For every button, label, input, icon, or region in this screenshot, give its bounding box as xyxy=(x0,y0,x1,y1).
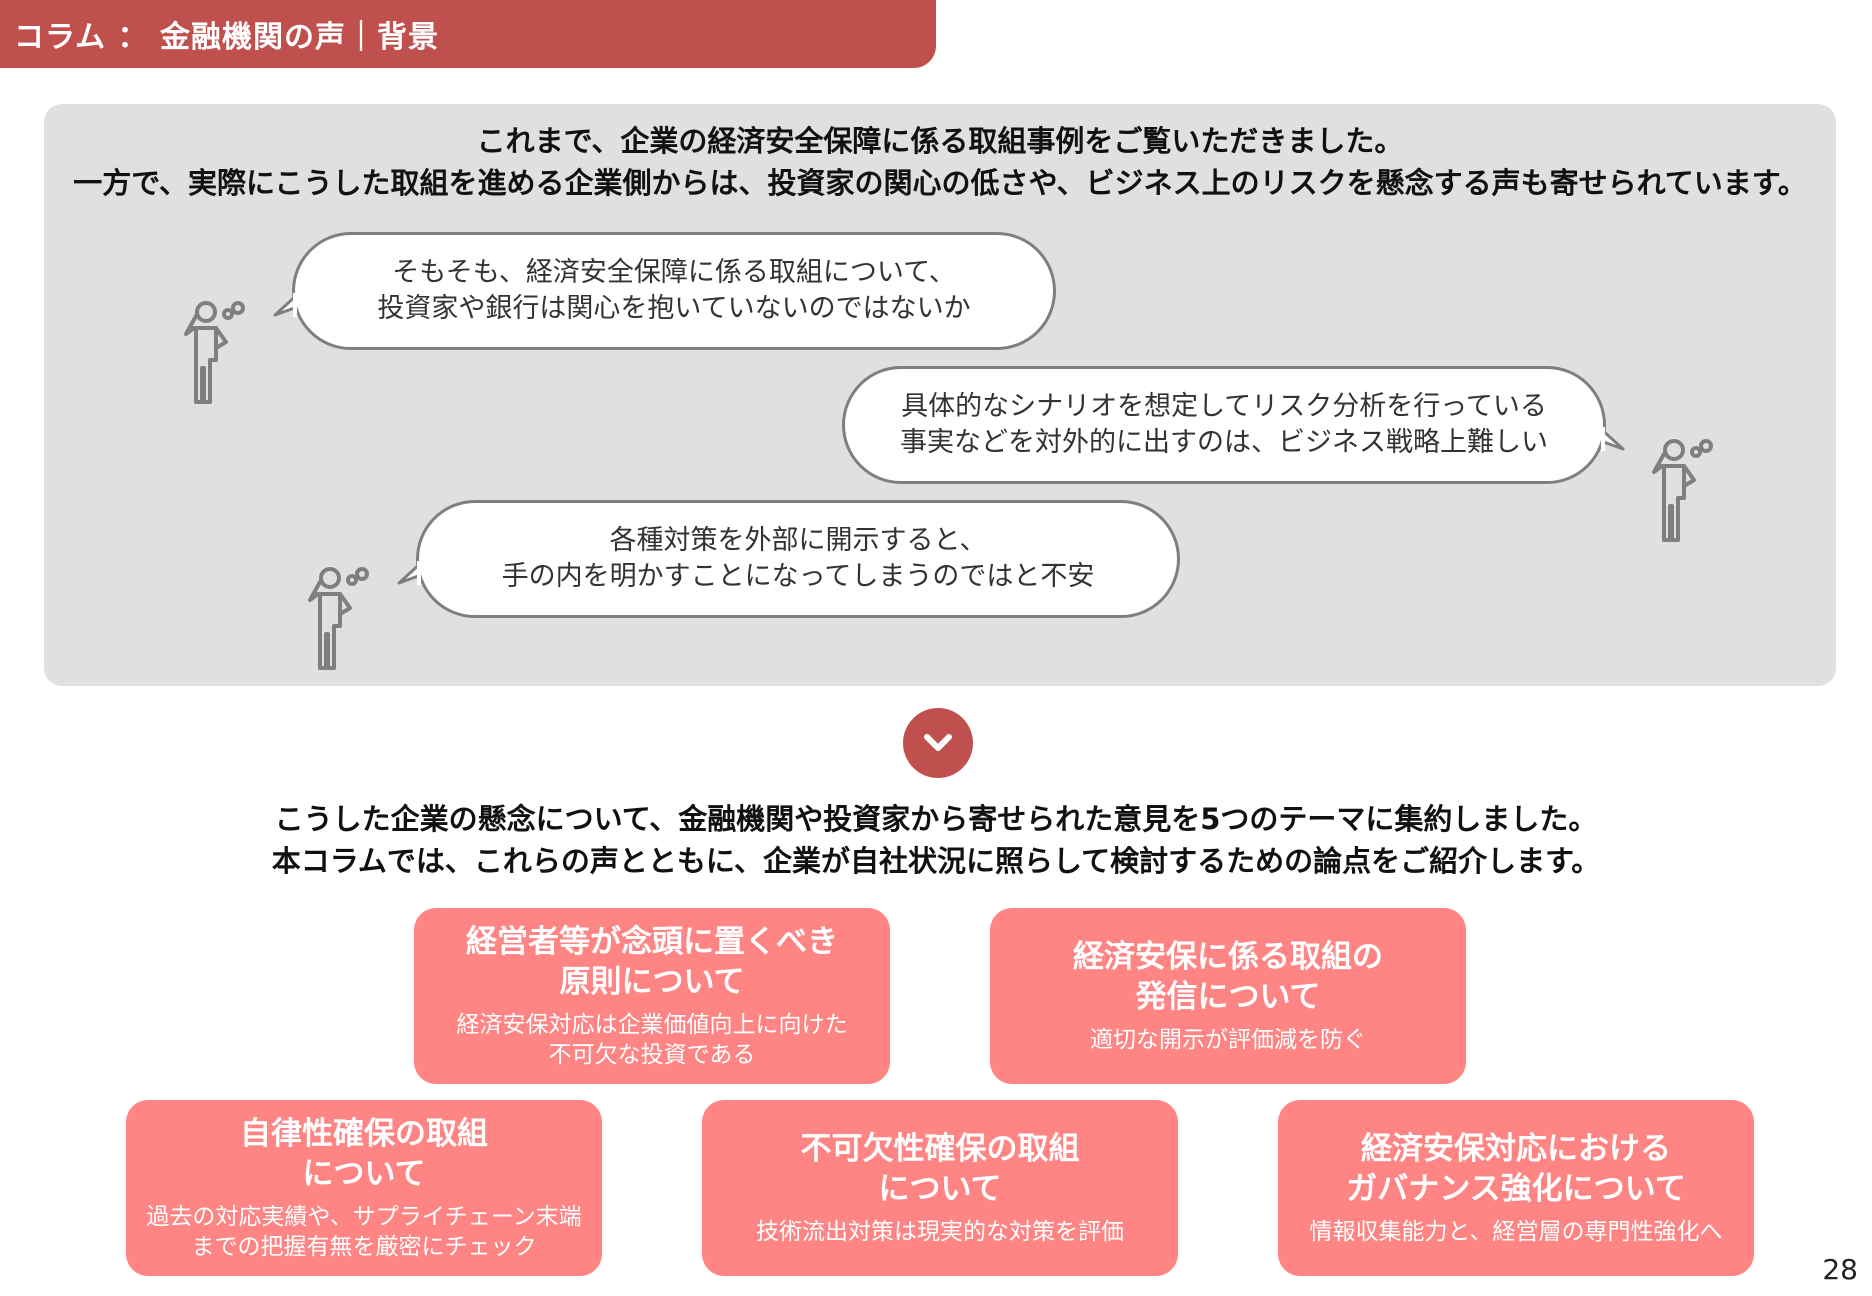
bubble-2-line-1: 具体的なシナリオを想定してリスク分析を行っている xyxy=(901,391,1547,422)
bubble-tail xyxy=(397,561,421,585)
theme-3-title-line-1: 自律性確保の取組 xyxy=(240,1116,488,1152)
theme-2-description: 適切な開示が評価減を防ぐ xyxy=(990,1025,1466,1055)
summary-line-2: 本コラムでは、これらの声とともに、企業が自社状況に照らして検討するための論点をご… xyxy=(271,844,1601,878)
theme-5-title-line-2: ガバナンス強化について xyxy=(1346,1171,1686,1207)
theme-3-desc-line-2: までの把握有無を厳密にチェック xyxy=(191,1234,537,1260)
speech-bubble-2: 具体的なシナリオを想定してリスク分析を行っている 事実などを対外的に出すのは、ビ… xyxy=(842,366,1625,484)
theme-box-1: 経営者等が念頭に置くべき 原則について 経済安保対応は企業価値向上に向けた 不可… xyxy=(414,908,890,1084)
page-title: コラム ： 金融機関の声｜背景 xyxy=(14,20,439,55)
bubble-3-line-1: 各種対策を外部に開示すると、 xyxy=(609,525,987,556)
theme-1-title-line-1: 経営者等が念頭に置くべき xyxy=(466,924,838,960)
theme-5-title-line-1: 経済安保対応における xyxy=(1361,1131,1671,1167)
theme-1-title-line-2: 原則について xyxy=(559,964,745,1000)
theme-3-title-line-2: について xyxy=(302,1156,426,1192)
bubble-1-line-2: 投資家や銀行は関心を抱いていないのではないか xyxy=(377,293,971,324)
theme-box-4: 不可欠性確保の取組 について 技術流出対策は現実的な対策を評価 xyxy=(702,1100,1178,1276)
chevron-down-icon xyxy=(924,734,952,751)
summary-line-1: こうした企業の懸念について、金融機関や投資家から寄せられた意見を5つのテーマに集… xyxy=(274,802,1598,836)
thinking-person-icon xyxy=(308,567,369,670)
theme-4-desc-line-1: 技術流出対策は現実的な対策を評価 xyxy=(756,1219,1124,1245)
intro-line-2: 一方で、実際にこうした取組を進める企業側からは、投資家の関心の低さや、ビジネス上… xyxy=(73,166,1807,200)
bubble-tail xyxy=(1601,427,1625,451)
header-bar: コラム ： 金融機関の声｜背景 xyxy=(0,0,936,68)
theme-3-desc-line-1: 過去の対応実績や、サプライチェーン末端 xyxy=(146,1204,582,1230)
chevron-down-button xyxy=(903,708,973,778)
theme-4-title-line-1: 不可欠性確保の取組 xyxy=(800,1131,1080,1167)
page-number: 28 xyxy=(1822,1253,1858,1286)
bubble-1-line-1: そもそも、経済安全保障に係る取組について、 xyxy=(392,257,956,288)
bubble-tail xyxy=(273,293,297,317)
theme-4-description: 技術流出対策は現実的な対策を評価 xyxy=(702,1217,1178,1247)
theme-4-title-line-2: について xyxy=(878,1171,1002,1207)
theme-2-title-line-1: 経済安保に係る取組の xyxy=(1073,939,1383,975)
theme-2-desc-line-1: 適切な開示が評価減を防ぐ xyxy=(1090,1027,1366,1053)
speech-bubble-3: 各種対策を外部に開示すると、 手の内を明かすことになってしまうのではと不安 xyxy=(397,500,1180,618)
theme-box-3: 自律性確保の取組 について 過去の対応実績や、サプライチェーン末端 までの把握有… xyxy=(126,1100,602,1276)
intro-text: これまで、企業の経済安全保障に係る取組事例をご覧いただきました。 一方で、実際に… xyxy=(44,120,1836,204)
theme-1-desc-line-1: 経済安保対応は企業価値向上に向けた xyxy=(456,1012,848,1038)
theme-2-title-line-2: 発信について xyxy=(1135,979,1321,1015)
bubble-3-line-2: 手の内を明かすことになってしまうのではと不安 xyxy=(501,561,1095,592)
thinking-person-icon xyxy=(1652,439,1713,542)
theme-1-desc-line-2: 不可欠な投資である xyxy=(548,1042,756,1068)
theme-5-description: 情報収集能力と、経営層の専門性強化へ xyxy=(1278,1217,1754,1247)
thinking-person-icon xyxy=(184,301,245,404)
theme-box-2: 経済安保に係る取組の 発信について 適切な開示が評価減を防ぐ xyxy=(990,908,1466,1084)
speech-bubble-1: そもそも、経済安全保障に係る取組について、 投資家や銀行は関心を抱いていないので… xyxy=(273,232,1056,350)
theme-box-5: 経済安保対応における ガバナンス強化について 情報収集能力と、経営層の専門性強化… xyxy=(1278,1100,1754,1276)
theme-3-description: 過去の対応実績や、サプライチェーン末端 までの把握有無を厳密にチェック xyxy=(126,1202,602,1262)
theme-5-desc-line-1: 情報収集能力と、経営層の専門性強化へ xyxy=(1309,1219,1723,1245)
bubble-2-line-2: 事実などを対外的に出すのは、ビジネス戦略上難しい xyxy=(900,427,1548,458)
theme-1-description: 経済安保対応は企業価値向上に向けた 不可欠な投資である xyxy=(414,1010,890,1070)
summary-text: こうした企業の懸念について、金融機関や投資家から寄せられた意見を5つのテーマに集… xyxy=(0,798,1872,882)
intro-line-1: これまで、企業の経済安全保障に係る取組事例をご覧いただきました。 xyxy=(476,124,1404,158)
